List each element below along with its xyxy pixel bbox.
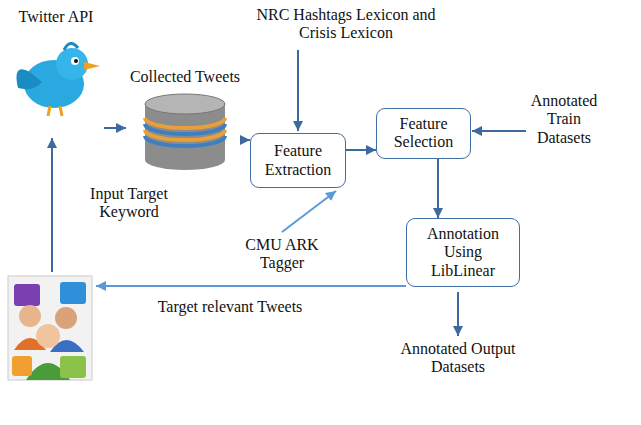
result-arrow xyxy=(96,285,406,287)
cyl-top xyxy=(145,94,225,114)
process-box: Feature Extraction xyxy=(250,133,346,188)
flow-arrow xyxy=(437,159,439,218)
twitter-bird xyxy=(10,32,102,118)
bird-head xyxy=(56,48,88,80)
cyl-stripe xyxy=(145,118,225,128)
box-label: Annotation Using LibLinear xyxy=(412,225,514,280)
process-box: Feature Selection xyxy=(376,108,471,159)
cyl-stripe xyxy=(145,136,225,146)
annotation-text: Annotated Train Datasets xyxy=(528,92,600,147)
output-arrow xyxy=(457,292,459,336)
database-node: Collected Tweets xyxy=(126,68,244,172)
keyword-arrow xyxy=(51,138,53,272)
box-label: Feature Selection xyxy=(382,115,465,152)
box-label: Feature Extraction xyxy=(256,142,340,179)
flow-arrow xyxy=(104,127,126,129)
annotation-text: Input Target Keyword xyxy=(74,185,184,222)
bird-beak xyxy=(84,62,100,70)
lexicon-arrow xyxy=(297,50,299,131)
twitter-node: Twitter API xyxy=(8,8,104,118)
annotation-text: NRC Hashtags Lexicon and Crisis Lexicon xyxy=(236,6,456,43)
train-arrow xyxy=(472,130,526,132)
bird-eye xyxy=(71,57,79,65)
bird-legs xyxy=(48,106,62,116)
cyl-stripe xyxy=(145,124,225,134)
cyl-stripe xyxy=(145,130,225,140)
annotation-text: Target relevant Tweets xyxy=(120,298,340,316)
bird-wing xyxy=(17,70,43,90)
flow-arrow xyxy=(346,149,376,151)
bird-crest xyxy=(64,44,78,51)
annotation-text: CMU ARK Tagger xyxy=(222,236,342,273)
bird-pupil xyxy=(74,59,78,63)
node-heading: Twitter API xyxy=(8,8,104,26)
tagger-arrow xyxy=(282,191,336,232)
annotation-text: Annotated Output Datasets xyxy=(398,340,518,377)
database-cylinder xyxy=(142,92,228,172)
users-icon xyxy=(8,276,92,380)
process-box: Annotation Using LibLinear xyxy=(406,218,520,287)
node-heading: Collected Tweets xyxy=(126,68,244,86)
